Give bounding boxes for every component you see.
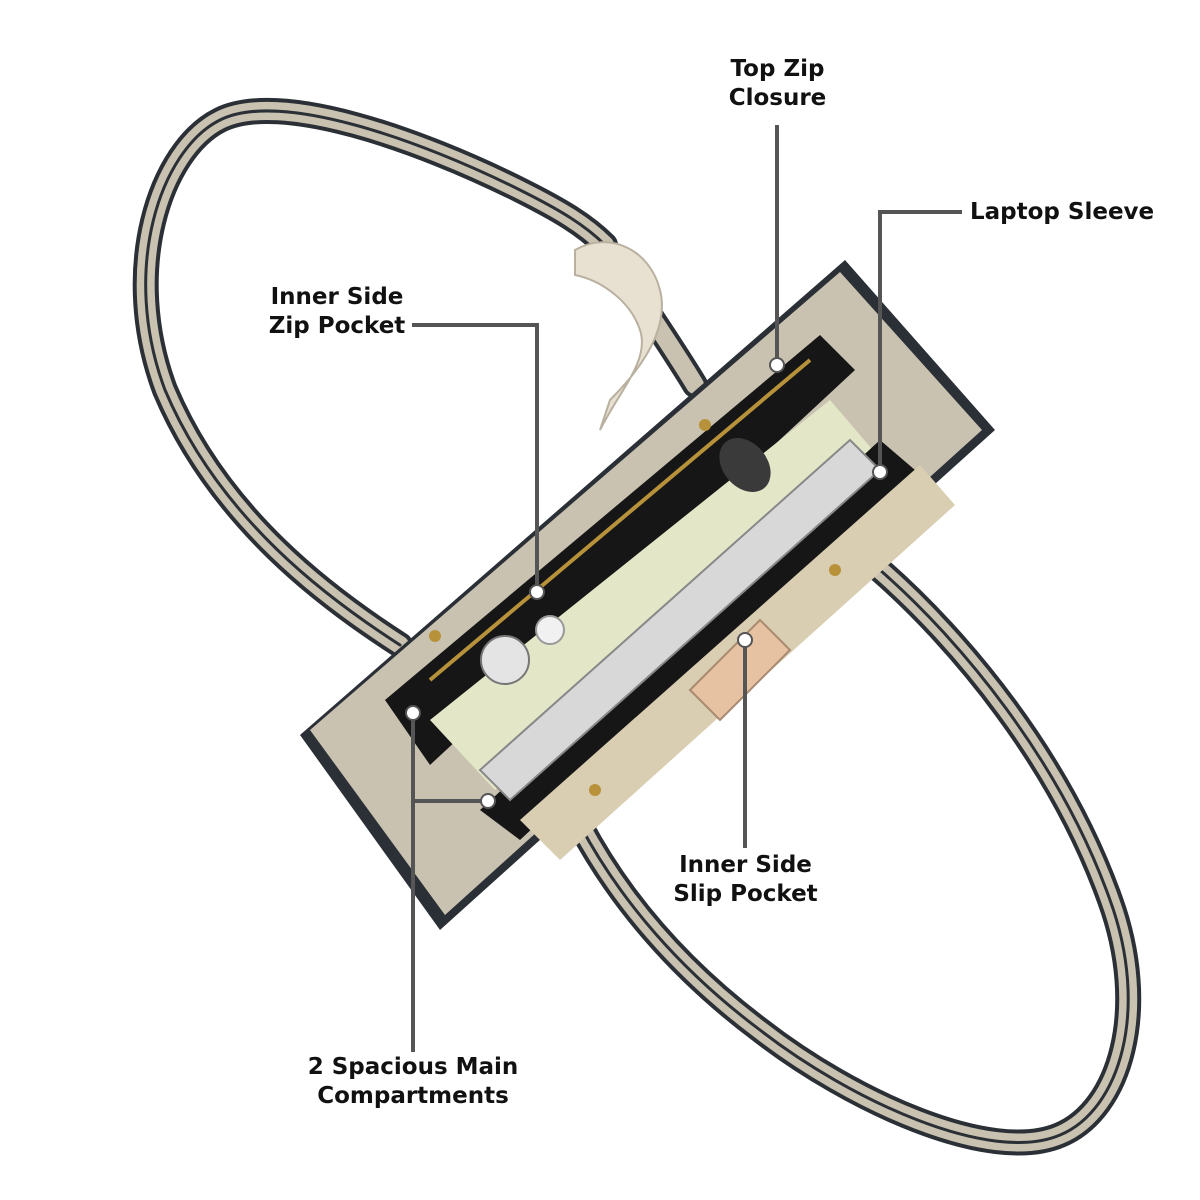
callout-line: Top Zip [730, 56, 825, 82]
callout-line: Compartments [317, 1083, 509, 1109]
hardware-studs [429, 419, 841, 796]
marker-inner-side-zip-pocket [529, 584, 545, 600]
callout-line: Zip Pocket [268, 313, 406, 339]
callout-laptop-sleeve: Laptop Sleeve [970, 198, 1154, 227]
marker-dots [405, 357, 888, 809]
leader-laptop-sleeve [878, 210, 962, 472]
marker-inner-side-slip-pocket [737, 632, 753, 648]
callout-inner-side-slip-pocket: Inner Side Slip Pocket [668, 851, 823, 909]
smartphone-device [688, 618, 792, 722]
marker-top-zip-closure [769, 357, 785, 373]
marker-main-compartment-1 [405, 705, 421, 721]
small-items [480, 438, 771, 685]
leader-inner-side-zip-pocket [412, 323, 539, 592]
leader-lines [411, 125, 962, 1052]
twilly-scarf [574, 241, 663, 431]
callout-line: Inner Side [270, 284, 404, 310]
callout-inner-side-zip-pocket: Inner Side Zip Pocket [262, 283, 412, 341]
callout-line: Inner Side [679, 852, 812, 878]
callout-top-zip-closure: Top Zip Closure [705, 55, 850, 113]
callout-main-compartments: 2 Spacious Main Compartments [298, 1053, 528, 1111]
callout-line: Laptop Sleeve [970, 199, 1155, 225]
right-handle [567, 557, 1142, 1156]
marker-main-compartment-2 [480, 793, 496, 809]
marker-laptop-sleeve [872, 464, 888, 480]
callout-line: 2 Spacious Main [307, 1054, 519, 1080]
callout-line: Slip Pocket [673, 881, 818, 907]
callout-line: Closure [728, 85, 827, 111]
bag-body [300, 260, 995, 930]
